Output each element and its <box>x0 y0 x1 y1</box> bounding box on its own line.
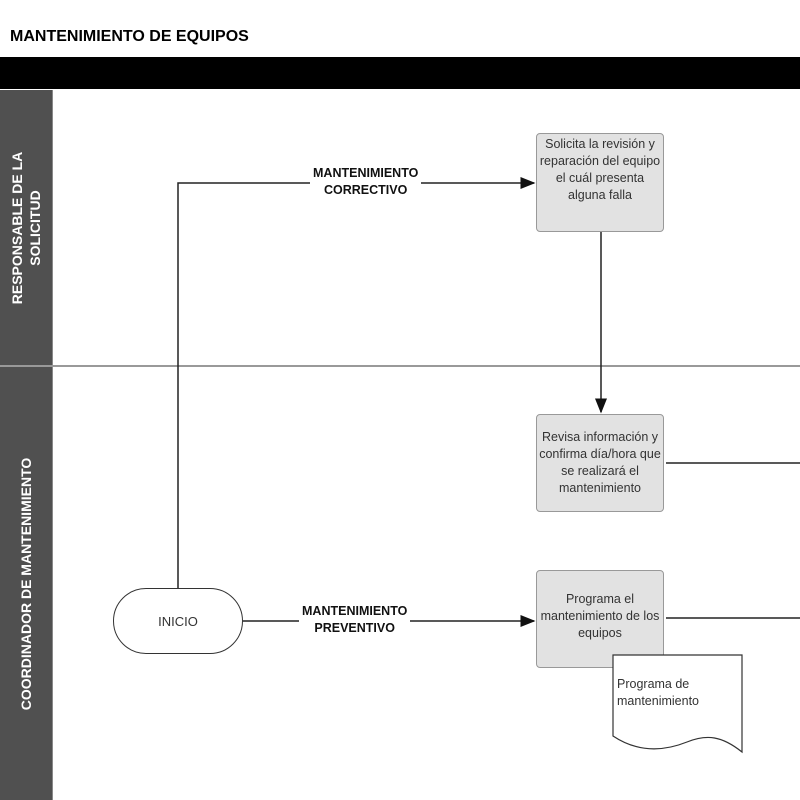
lane-divider <box>0 365 800 367</box>
lane-header-coordinador: COORDINADOR DE MANTENIMIENTO <box>0 367 53 800</box>
process-programa[interactable]: Programa el mantenimiento de los equipos <box>536 570 664 668</box>
edge-correctivo <box>177 177 536 588</box>
start-node[interactable]: INICIO <box>113 588 243 654</box>
process-revisa[interactable]: Revisa información y confirma día/hora q… <box>536 414 664 512</box>
process-solicita[interactable]: Solicita la revisión y reparación del eq… <box>536 133 664 232</box>
page-title: MANTENIMIENTO DE EQUIPOS <box>10 28 249 45</box>
header-bar <box>0 57 800 89</box>
document-shape[interactable] <box>612 654 743 754</box>
document-label: Programa de mantenimiento <box>617 677 699 708</box>
